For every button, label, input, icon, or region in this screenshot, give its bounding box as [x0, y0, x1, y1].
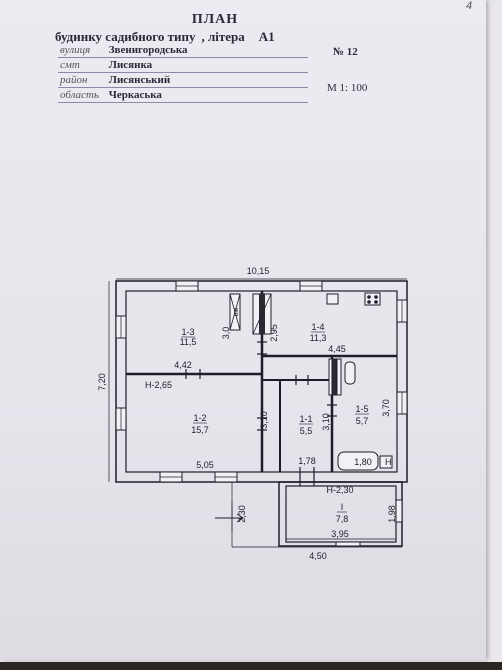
underline — [58, 72, 308, 73]
address-row-district: район Лисянський — [60, 74, 170, 86]
underline — [58, 102, 308, 103]
door-marks — [185, 341, 337, 486]
dimension-labels: 10,15 7,20 4,42 Н-2,65 4,45 5,05 1,78 1,… — [97, 266, 397, 561]
vent-label: вж — [233, 308, 240, 317]
dim-3-10: 3,10 — [259, 411, 269, 429]
dim-total-height: 7,20 — [97, 373, 107, 391]
dimension-lines — [108, 278, 407, 548]
room-id: 1-5 — [355, 404, 368, 414]
outer-wall-outer — [115, 280, 408, 483]
room-id: 1-1 — [299, 414, 312, 424]
underline — [58, 87, 308, 88]
room-area: 7,8 — [336, 514, 349, 524]
document-title: ПЛАН — [191, 12, 239, 27]
dim-3-0: 3,0 — [221, 327, 231, 340]
address-row-town: смт Лисянка — [60, 59, 152, 71]
address-value: Лисянка — [108, 59, 153, 71]
sink-icon — [326, 293, 339, 305]
dim-2-95: 2,95 — [269, 324, 279, 342]
room-area: 11,3 — [310, 333, 327, 343]
photo-dark-edge — [0, 662, 502, 670]
kitchen-fixtures — [326, 292, 381, 306]
dim-4-50: 4,50 — [309, 551, 327, 561]
room-labels: 1-3 11,5 1-4 11,3 1-2 15,7 1-1 5,5 1-5 5… — [180, 322, 369, 524]
dim-1-98: 1,98 — [387, 505, 397, 523]
window-veranda-bottom — [335, 541, 361, 547]
document-number: № 12 — [333, 46, 358, 58]
dim-total-width: 10,15 — [247, 266, 270, 276]
address-row-street: вулиця Звенигородська — [60, 44, 188, 56]
dim-3-70: 3,70 — [381, 399, 391, 417]
dim-1-78: 1,78 — [298, 456, 316, 466]
dim-5-05: 5,05 — [196, 460, 214, 470]
address-value: Черкаська — [108, 89, 162, 101]
room-id: 1-4 — [311, 322, 324, 332]
address-label: район — [60, 74, 88, 86]
scale-label: М 1: 100 — [327, 82, 368, 94]
toilet-icon — [344, 361, 356, 385]
litera-code: А1 — [258, 29, 275, 44]
litera-label: , літера — [201, 29, 245, 44]
room-area: 5,7 — [356, 416, 369, 426]
room-area: 11,5 — [180, 337, 197, 347]
height-veranda: Н-2,30 — [326, 485, 353, 495]
address-value: Звенигородська — [108, 44, 188, 56]
room-id: I — [341, 502, 344, 512]
cooker-icon — [364, 292, 381, 306]
bathtub-icon — [337, 451, 379, 471]
stove — [229, 293, 272, 335]
room-area: 5,5 — [300, 426, 313, 436]
address-row-region: область Черкаська — [60, 89, 162, 101]
underline — [58, 57, 308, 58]
bath-fixtures — [328, 358, 393, 471]
address-label: вулиця — [60, 44, 91, 56]
dim-3-10: 3,10 — [321, 413, 331, 431]
window-lines — [120, 285, 403, 478]
dim-4-42: 4,42 — [174, 360, 192, 370]
page-corner-number: 4 — [466, 0, 473, 12]
dim-1-80: 1,80 — [354, 457, 372, 467]
room-id: 1-3 — [181, 327, 194, 337]
dim-3-95: 3,95 — [331, 529, 349, 539]
floor-plan: 1-3 11,5 1-4 11,3 1-2 15,7 1-1 5,5 1-5 5… — [97, 266, 408, 561]
heater-label: Н — [385, 457, 392, 467]
address-value: Лисянський — [108, 74, 171, 86]
height-main: Н-2,65 — [145, 380, 172, 390]
subtitle-text: будинку садибного типу — [55, 29, 196, 44]
heater-icon — [379, 455, 393, 469]
document-subtitle: будинку садибного типу , літера А1 — [55, 29, 275, 45]
dim-2-30: 2,30 — [237, 505, 247, 523]
dim-4-45: 4,45 — [328, 344, 346, 354]
room-area: 15,7 — [191, 425, 209, 435]
address-label: область — [60, 89, 99, 101]
window-veranda-right — [395, 499, 403, 523]
room-id: 1-2 — [193, 413, 206, 423]
address-label: смт — [60, 59, 80, 71]
